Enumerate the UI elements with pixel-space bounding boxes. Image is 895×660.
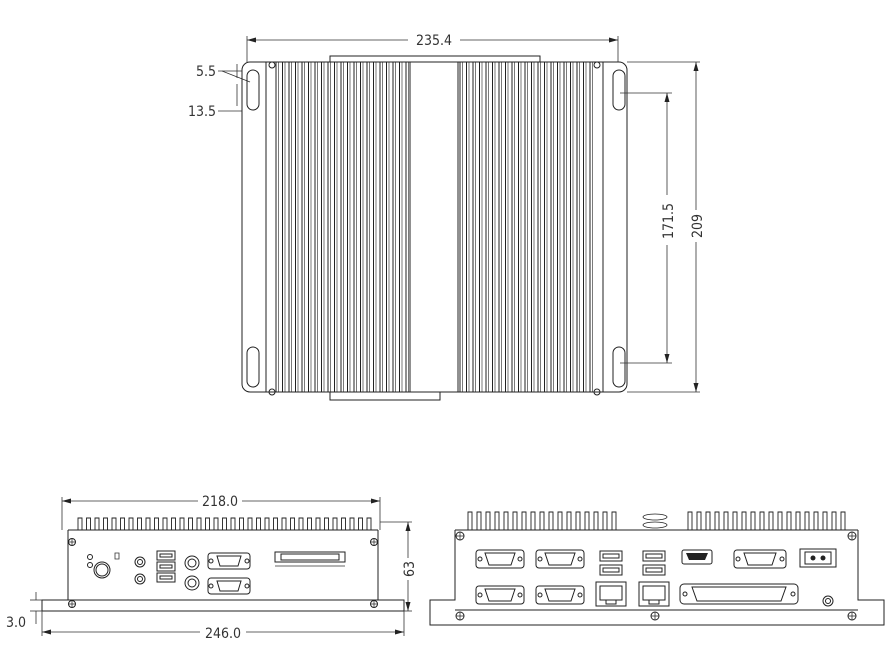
top-width-dimension-label: 218.0 xyxy=(202,494,238,510)
mounting-slot xyxy=(612,346,626,388)
usb-port xyxy=(599,550,623,562)
ground-terminal xyxy=(822,595,834,607)
serial-port xyxy=(207,552,251,570)
base-width-dimension-label: 246.0 xyxy=(205,626,241,642)
rear-connectors-outline xyxy=(329,55,541,63)
lan-port xyxy=(595,581,627,607)
panel-screw xyxy=(370,600,378,608)
slot-pitch-dimension-label: 171.5 xyxy=(661,203,677,239)
height-dimension-label: 63 xyxy=(402,561,418,577)
led-indicator xyxy=(87,554,93,560)
hole-length-dimension-label: 13.5 xyxy=(188,104,216,120)
top-view: 235.4 5.5 13.5 1 xyxy=(188,32,706,401)
panel-screw xyxy=(847,611,857,621)
panel-screw xyxy=(370,538,378,546)
parallel-port xyxy=(679,583,799,605)
card-slot xyxy=(274,551,346,567)
front-view: 218.0 xyxy=(6,493,418,642)
panel-screw xyxy=(68,538,76,546)
rear-view xyxy=(429,511,885,626)
serial-port xyxy=(535,549,585,569)
led-indicator xyxy=(87,562,93,568)
usb-port xyxy=(156,550,176,561)
heat-sink-fins xyxy=(275,62,593,392)
hole-offset-dimension-label: 5.5 xyxy=(196,64,216,80)
panel-screw xyxy=(455,531,465,541)
ps2-port xyxy=(184,575,200,591)
usb-port xyxy=(642,564,666,576)
ps2-port xyxy=(184,555,200,571)
heat-sink-fins xyxy=(467,511,846,530)
serial-port xyxy=(535,585,585,605)
housing-outline xyxy=(241,61,628,393)
mounting-slot xyxy=(246,69,260,111)
panel-screw xyxy=(847,531,857,541)
usb-port xyxy=(156,561,176,572)
usb-port xyxy=(156,572,176,583)
width-dimension-label: 235.4 xyxy=(416,33,452,49)
power-button xyxy=(93,561,111,579)
depth-dimension-label: 209 xyxy=(690,214,706,238)
vga-port xyxy=(733,549,787,569)
serial-port xyxy=(207,577,251,595)
panel-screw xyxy=(650,611,660,621)
front-panel-outline xyxy=(41,530,405,612)
hdmi-port xyxy=(681,549,713,565)
rear-panel-outline xyxy=(429,530,885,626)
mounting-slot xyxy=(246,346,260,388)
audio-jack xyxy=(134,573,146,585)
panel-screw xyxy=(455,611,465,621)
panel-screw xyxy=(68,600,76,608)
audio-jack xyxy=(134,556,146,568)
heat-sink-fins xyxy=(77,517,372,530)
mounting-slot xyxy=(612,69,626,111)
lan-port xyxy=(638,581,670,607)
front-connectors-outline xyxy=(329,391,441,401)
usb-port xyxy=(599,564,623,576)
serial-port xyxy=(475,549,525,569)
flange-dimension-label: 3.0 xyxy=(6,615,26,631)
serial-port xyxy=(475,585,525,605)
power-terminal xyxy=(799,548,837,568)
usb-port xyxy=(642,550,666,562)
